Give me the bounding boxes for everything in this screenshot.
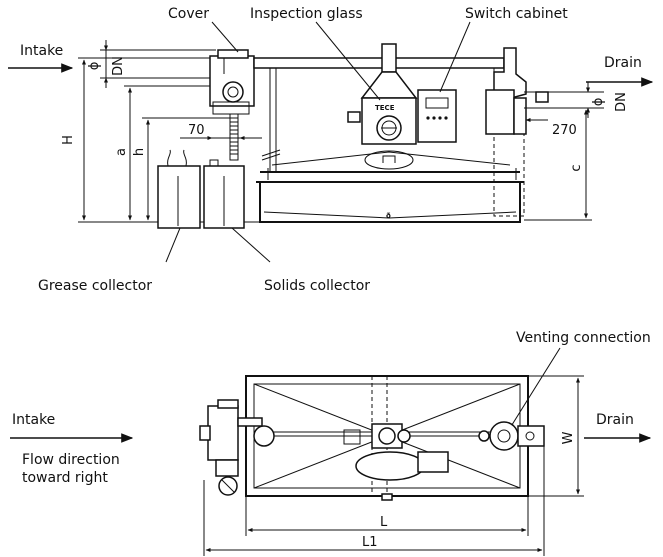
- cover-plate: [217, 49, 249, 59]
- top-drain-label: Drain: [596, 412, 634, 428]
- top-inspection-port: [397, 429, 411, 443]
- top-drain-outlet-hole: [525, 431, 535, 441]
- top-grease-collector-cross: [221, 479, 235, 493]
- switch-cabinet-label: Switch cabinet: [465, 6, 568, 22]
- solids-collector-cap: [209, 159, 219, 167]
- top-intake-stub: [199, 425, 211, 441]
- ladder-rail-2: [261, 153, 281, 161]
- flow-direction-line2: toward right: [22, 470, 108, 486]
- dim-270: 270: [552, 123, 577, 138]
- top-intake-cover: [217, 399, 239, 409]
- inspection-glass-label: Inspection glass: [250, 6, 363, 22]
- top-drain-plug: [381, 493, 393, 501]
- hose-ribs: [230, 117, 238, 155]
- grease-collector-label: Grease collector: [38, 278, 152, 294]
- dim-L1: L1: [362, 535, 378, 550]
- top-intake-box: [207, 405, 239, 461]
- dim-phi-left: ϕ: [87, 62, 102, 71]
- side-intake-label: Intake: [20, 43, 63, 59]
- switch-cabinet-display: [425, 97, 449, 109]
- tank-bottom-slope: [263, 211, 517, 219]
- drain-stack-flange: [513, 97, 527, 135]
- top-view: Intake Flow direction toward right Drain…: [10, 330, 652, 556]
- hopper-cone: [360, 71, 418, 99]
- dim-W: W: [561, 431, 576, 444]
- inlet-ring: [222, 81, 244, 103]
- tank-roof-slope: [271, 151, 511, 166]
- top-intake-label: Intake: [12, 412, 55, 428]
- inspection-glass-leader: [315, 21, 381, 101]
- dim-h-small: h: [132, 148, 147, 156]
- top-intake-ring: [253, 425, 275, 447]
- inlet-ring-inner: [227, 86, 239, 98]
- grease-collector-leader: [165, 227, 181, 263]
- top-switch-cabinet: [417, 451, 449, 473]
- top-oval-opening: [355, 451, 425, 481]
- top-solids-collector: [215, 459, 239, 477]
- side-drain-label: Drain: [604, 55, 642, 71]
- dim-c: c: [569, 164, 584, 171]
- valve-small: [347, 111, 361, 123]
- top-drain-ring: [489, 421, 519, 451]
- tank-lid-ends: [267, 168, 517, 180]
- solids-collector-leader: [231, 227, 271, 263]
- grease-collector-tank: [157, 165, 201, 229]
- venting-connection-leader: [509, 347, 561, 429]
- switch-cabinet-leader: [439, 21, 471, 93]
- switch-led-4: [444, 116, 448, 120]
- dim-H: H: [61, 135, 76, 145]
- dim-L: L: [380, 515, 388, 530]
- venting-connection-label: Venting connection: [516, 330, 651, 346]
- dim-70: 70: [188, 123, 205, 138]
- dim-dn-left: DN: [111, 56, 126, 76]
- top-inspection-glass: [378, 427, 396, 445]
- upper-pipe: [253, 57, 505, 69]
- dim-a: a: [114, 148, 129, 156]
- drain-dashed-column: [493, 133, 525, 217]
- top-drain-ring-inner: [497, 429, 511, 443]
- ladder-rail-1: [261, 149, 281, 157]
- top-vent-stub: [478, 430, 490, 442]
- top-drain-outlet: [517, 425, 545, 447]
- flow-direction-line1: Flow direction: [22, 452, 120, 468]
- drain-stack: [485, 89, 515, 135]
- tank-oval-handle: [382, 155, 396, 163]
- dim-phi-right: ϕ: [591, 98, 606, 107]
- switch-cabinet-box: [417, 89, 457, 143]
- drain-plug-symbol: ð: [386, 212, 391, 220]
- brand-text: TECE: [375, 104, 395, 112]
- cover-label: Cover: [168, 6, 209, 22]
- grease-collector-hoses: [167, 149, 187, 167]
- solids-collector-label: Solids collector: [264, 278, 370, 294]
- tank-body: [259, 182, 521, 223]
- switch-led-3: [438, 116, 442, 120]
- cover-leader: [211, 21, 239, 53]
- switch-led-1: [426, 116, 430, 120]
- switch-led-2: [432, 116, 436, 120]
- drain-outlet-cap: [535, 91, 549, 103]
- vent-stub: [381, 43, 397, 73]
- tank-oval-opening: [364, 150, 414, 170]
- top-valve: [343, 429, 361, 445]
- top-intake-pipe: [237, 417, 263, 427]
- dim-dn-right: DN: [614, 92, 629, 112]
- side-view: Intake Drain H ϕ DN a h 70: [8, 6, 654, 294]
- corrugated-hose: [229, 113, 239, 161]
